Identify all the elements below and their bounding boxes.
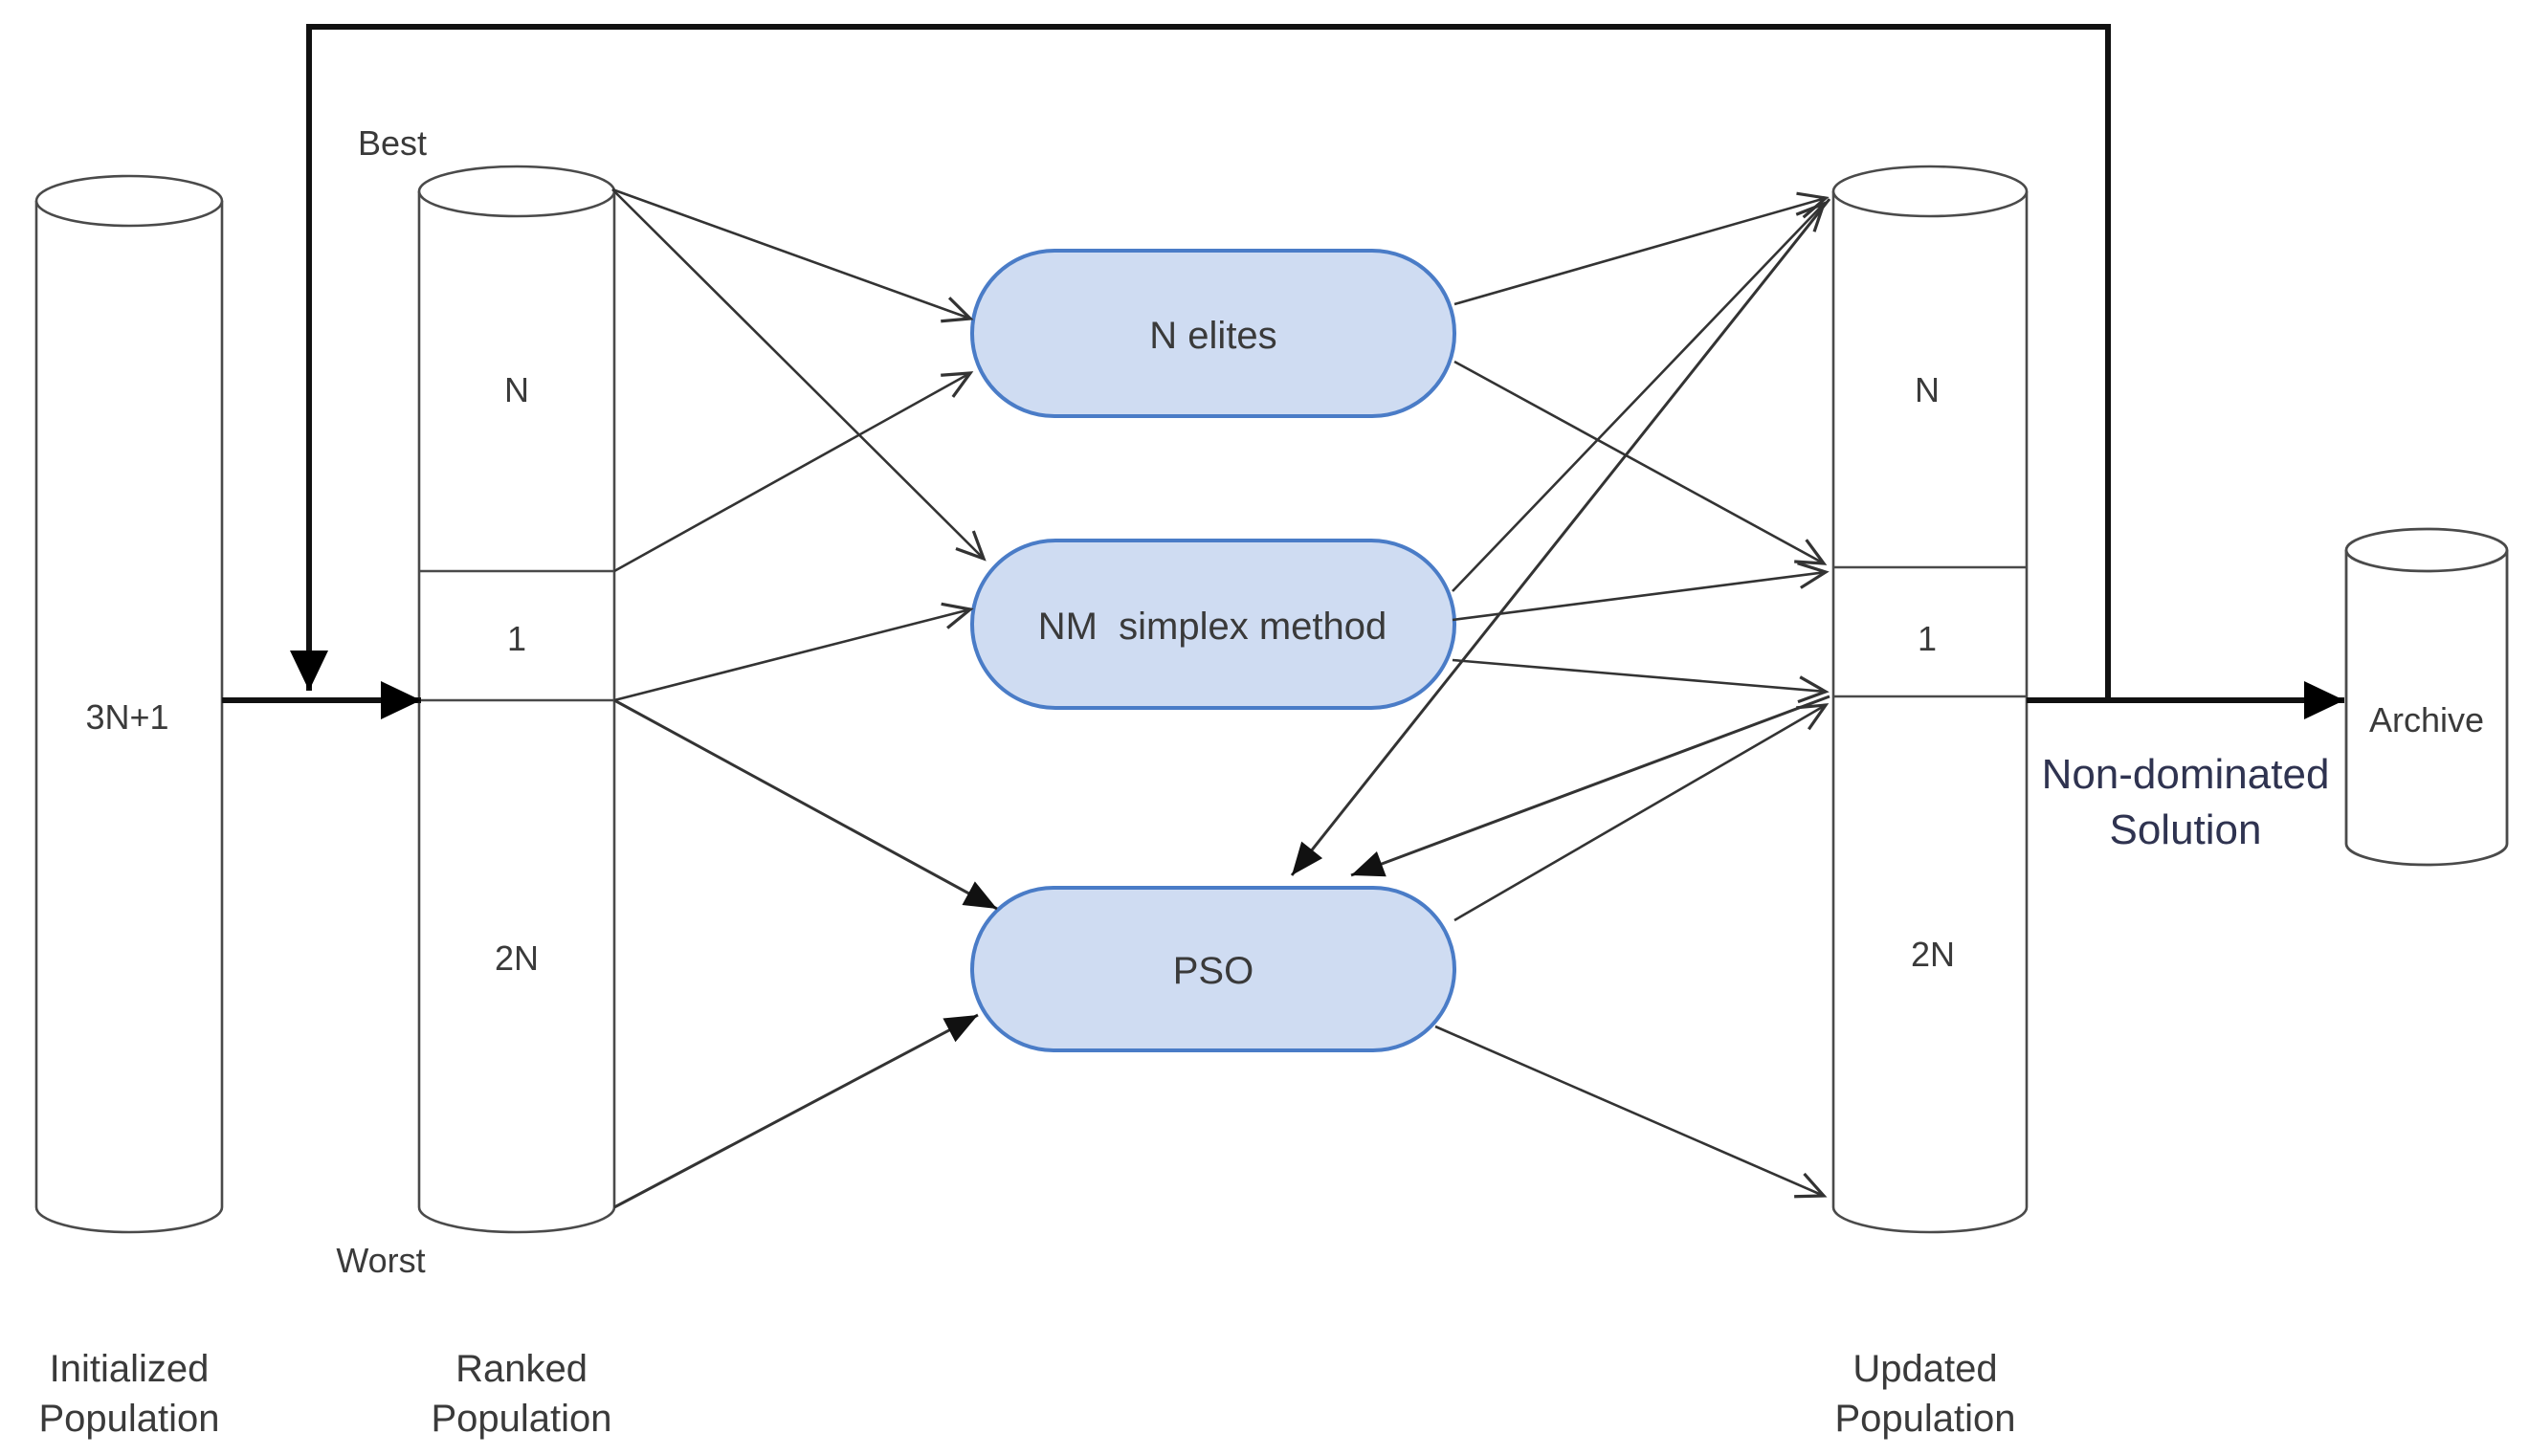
updated-caption-line2: Population bbox=[1834, 1398, 2015, 1440]
ranked-section-n-label: N bbox=[504, 370, 529, 409]
ranked-population-cylinder bbox=[417, 165, 616, 1234]
updated-section-1-label: 1 bbox=[1918, 619, 1937, 658]
edge-ranked-worst-to-pso bbox=[613, 1013, 979, 1209]
ranked-section-1-label: 1 bbox=[507, 619, 526, 658]
edge-n-elites-to-updated-n bbox=[1453, 191, 1830, 306]
ranked-cylinder-body bbox=[417, 191, 616, 1234]
edge-nm-simplex-to-updated-n bbox=[1452, 201, 1827, 592]
edge-updated-top-to-pso bbox=[1290, 198, 1831, 876]
ranked-cylinder-top bbox=[417, 165, 616, 218]
non-dominated-label-line1: Non-dominated bbox=[2042, 751, 2330, 798]
ranked-section-2n-label: 2N bbox=[495, 938, 539, 978]
edge-updated-1-to-pso bbox=[1350, 695, 1830, 877]
updated-cylinder-body bbox=[1831, 191, 2029, 1234]
updated-population-cylinder bbox=[1831, 165, 2029, 1234]
archive-cylinder-body bbox=[2344, 550, 2509, 867]
archive-label: Archive bbox=[2369, 700, 2484, 739]
n-elites-label: N elites bbox=[1149, 315, 1276, 357]
edge-ranked-1-to-nm-simplex bbox=[613, 602, 974, 702]
edge-pso-to-updated-2n bbox=[1434, 1025, 1828, 1199]
edge-pso-to-updated-1 bbox=[1453, 703, 1830, 922]
initialized-cylinder-top bbox=[34, 174, 224, 228]
updated-cylinder-top bbox=[1831, 165, 2029, 218]
updated-section-n-label: N bbox=[1915, 370, 1940, 409]
updated-section-2n-label: 2N bbox=[1911, 935, 1955, 974]
ranked-caption-line1: Ranked bbox=[455, 1348, 588, 1390]
ranked-best-label: Best bbox=[358, 123, 427, 163]
archive-cylinder bbox=[2344, 527, 2509, 867]
edge-ranked-n-to-n-elites bbox=[613, 371, 974, 573]
initialized-cylinder-body bbox=[34, 201, 224, 1234]
non-dominated-label-line2: Solution bbox=[2109, 806, 2261, 853]
bold-arrows bbox=[613, 198, 1831, 1209]
initialized-population-cylinder bbox=[34, 174, 224, 1234]
labels: 3N+1 Best Worst N 1 2N N 1 2N Archive N … bbox=[38, 123, 2484, 1440]
edge-ranked-best-to-nm-simplex bbox=[611, 188, 987, 562]
edge-nm-simplex-to-updated-1 bbox=[1452, 562, 1830, 622]
thin-arrows bbox=[611, 188, 1830, 1199]
initialized-size-label: 3N+1 bbox=[85, 697, 168, 737]
edge-ranked-best-to-n-elites bbox=[611, 188, 974, 323]
initialized-caption-line1: Initialized bbox=[50, 1348, 210, 1390]
edge-feedback-loop bbox=[290, 24, 2111, 697]
ranked-worst-label: Worst bbox=[336, 1241, 425, 1280]
pso-label: PSO bbox=[1173, 950, 1253, 992]
thick-flows bbox=[222, 24, 2344, 719]
process-boxes bbox=[970, 249, 1456, 1052]
nm-simplex-label: NM simplex method bbox=[1038, 606, 1387, 648]
initialized-caption-line2: Population bbox=[38, 1398, 219, 1440]
n-elites-box bbox=[970, 249, 1456, 418]
pso-box bbox=[970, 886, 1456, 1052]
ranked-caption-line2: Population bbox=[431, 1398, 611, 1440]
updated-caption-line1: Updated bbox=[1852, 1348, 1997, 1390]
edge-n-elites-to-updated-1 bbox=[1453, 360, 1828, 565]
archive-cylinder-top bbox=[2344, 527, 2509, 573]
edge-nm-simplex-to-updated-2n bbox=[1452, 658, 1830, 704]
edge-ranked-1-to-pso bbox=[613, 698, 998, 911]
